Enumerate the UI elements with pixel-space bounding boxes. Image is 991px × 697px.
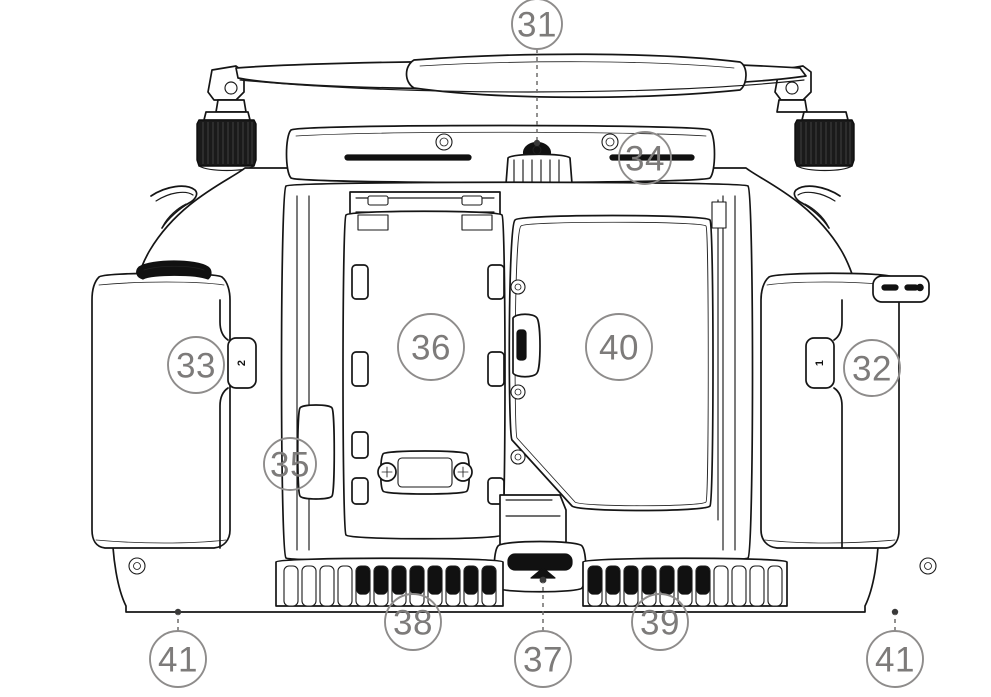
callout-37[interactable]: 37 [514, 630, 572, 688]
callout-circle [384, 593, 442, 651]
left-hand-grip [91, 260, 231, 549]
callout-circle [263, 437, 317, 491]
right-button-label: 1 [814, 360, 826, 366]
callout-31[interactable]: 31 [511, 0, 563, 50]
center-module-panel [342, 210, 506, 540]
callout-35[interactable]: 35 [263, 437, 317, 491]
bottom-release-latch [493, 494, 587, 593]
callout-33[interactable]: 33 [167, 336, 225, 394]
left-strap-loop [150, 185, 198, 229]
callout-39[interactable]: 39 [631, 593, 689, 651]
callout-36[interactable]: 36 [397, 313, 465, 381]
callout-number: 39 [640, 604, 680, 643]
right-hand-grip [760, 272, 930, 549]
callout-circle [631, 593, 689, 651]
callout-number: 37 [523, 641, 563, 680]
callout-41[interactable]: 41 [866, 630, 924, 688]
bottom-corner-screws [128, 557, 937, 616]
left-button-label: 2 [236, 360, 248, 366]
callout-circle [397, 313, 465, 381]
battery-pack-panel [508, 199, 727, 521]
callout-number: 34 [625, 140, 665, 179]
right-side-button[interactable]: 1 [805, 299, 843, 549]
leader-lines [177, 49, 896, 631]
callout-number: 41 [158, 641, 198, 680]
callout-40[interactable]: 40 [585, 313, 653, 381]
callout-circle [167, 336, 225, 394]
right-knurled-knob [794, 111, 855, 172]
callout-circle [149, 630, 207, 688]
callout-41[interactable]: 41 [149, 630, 207, 688]
callout-circle [585, 313, 653, 381]
d-sub-connector [377, 450, 473, 495]
callout-number: 32 [852, 350, 892, 389]
callout-circle [514, 630, 572, 688]
callout-number: 36 [411, 329, 451, 368]
callout-number: 41 [875, 641, 915, 680]
callout-38[interactable]: 38 [384, 593, 442, 651]
left-vent-fins [275, 557, 504, 607]
callout-number: 31 [517, 6, 557, 45]
callout-number: 33 [176, 347, 216, 386]
callout-circle [843, 339, 901, 397]
top-handle-rail [207, 53, 812, 113]
callout-group: 31 34 33 32 35 36 40 38 39 37 41 41 [149, 0, 924, 688]
callout-34[interactable]: 34 [618, 131, 672, 185]
callout-number: 35 [270, 446, 310, 485]
top-bracket-assembly [285, 124, 716, 185]
left-side-button[interactable]: 2 [219, 299, 257, 549]
callout-number: 38 [393, 604, 433, 643]
callout-circle [511, 0, 563, 50]
left-knurled-knob [196, 111, 257, 172]
right-strap-loop [793, 185, 841, 229]
callout-circle [618, 131, 672, 185]
right-vent-fins [582, 557, 788, 607]
callout-number: 40 [599, 329, 639, 368]
left-chassis-pad [296, 404, 336, 500]
callout-32[interactable]: 32 [843, 339, 901, 397]
callout-circle [866, 630, 924, 688]
